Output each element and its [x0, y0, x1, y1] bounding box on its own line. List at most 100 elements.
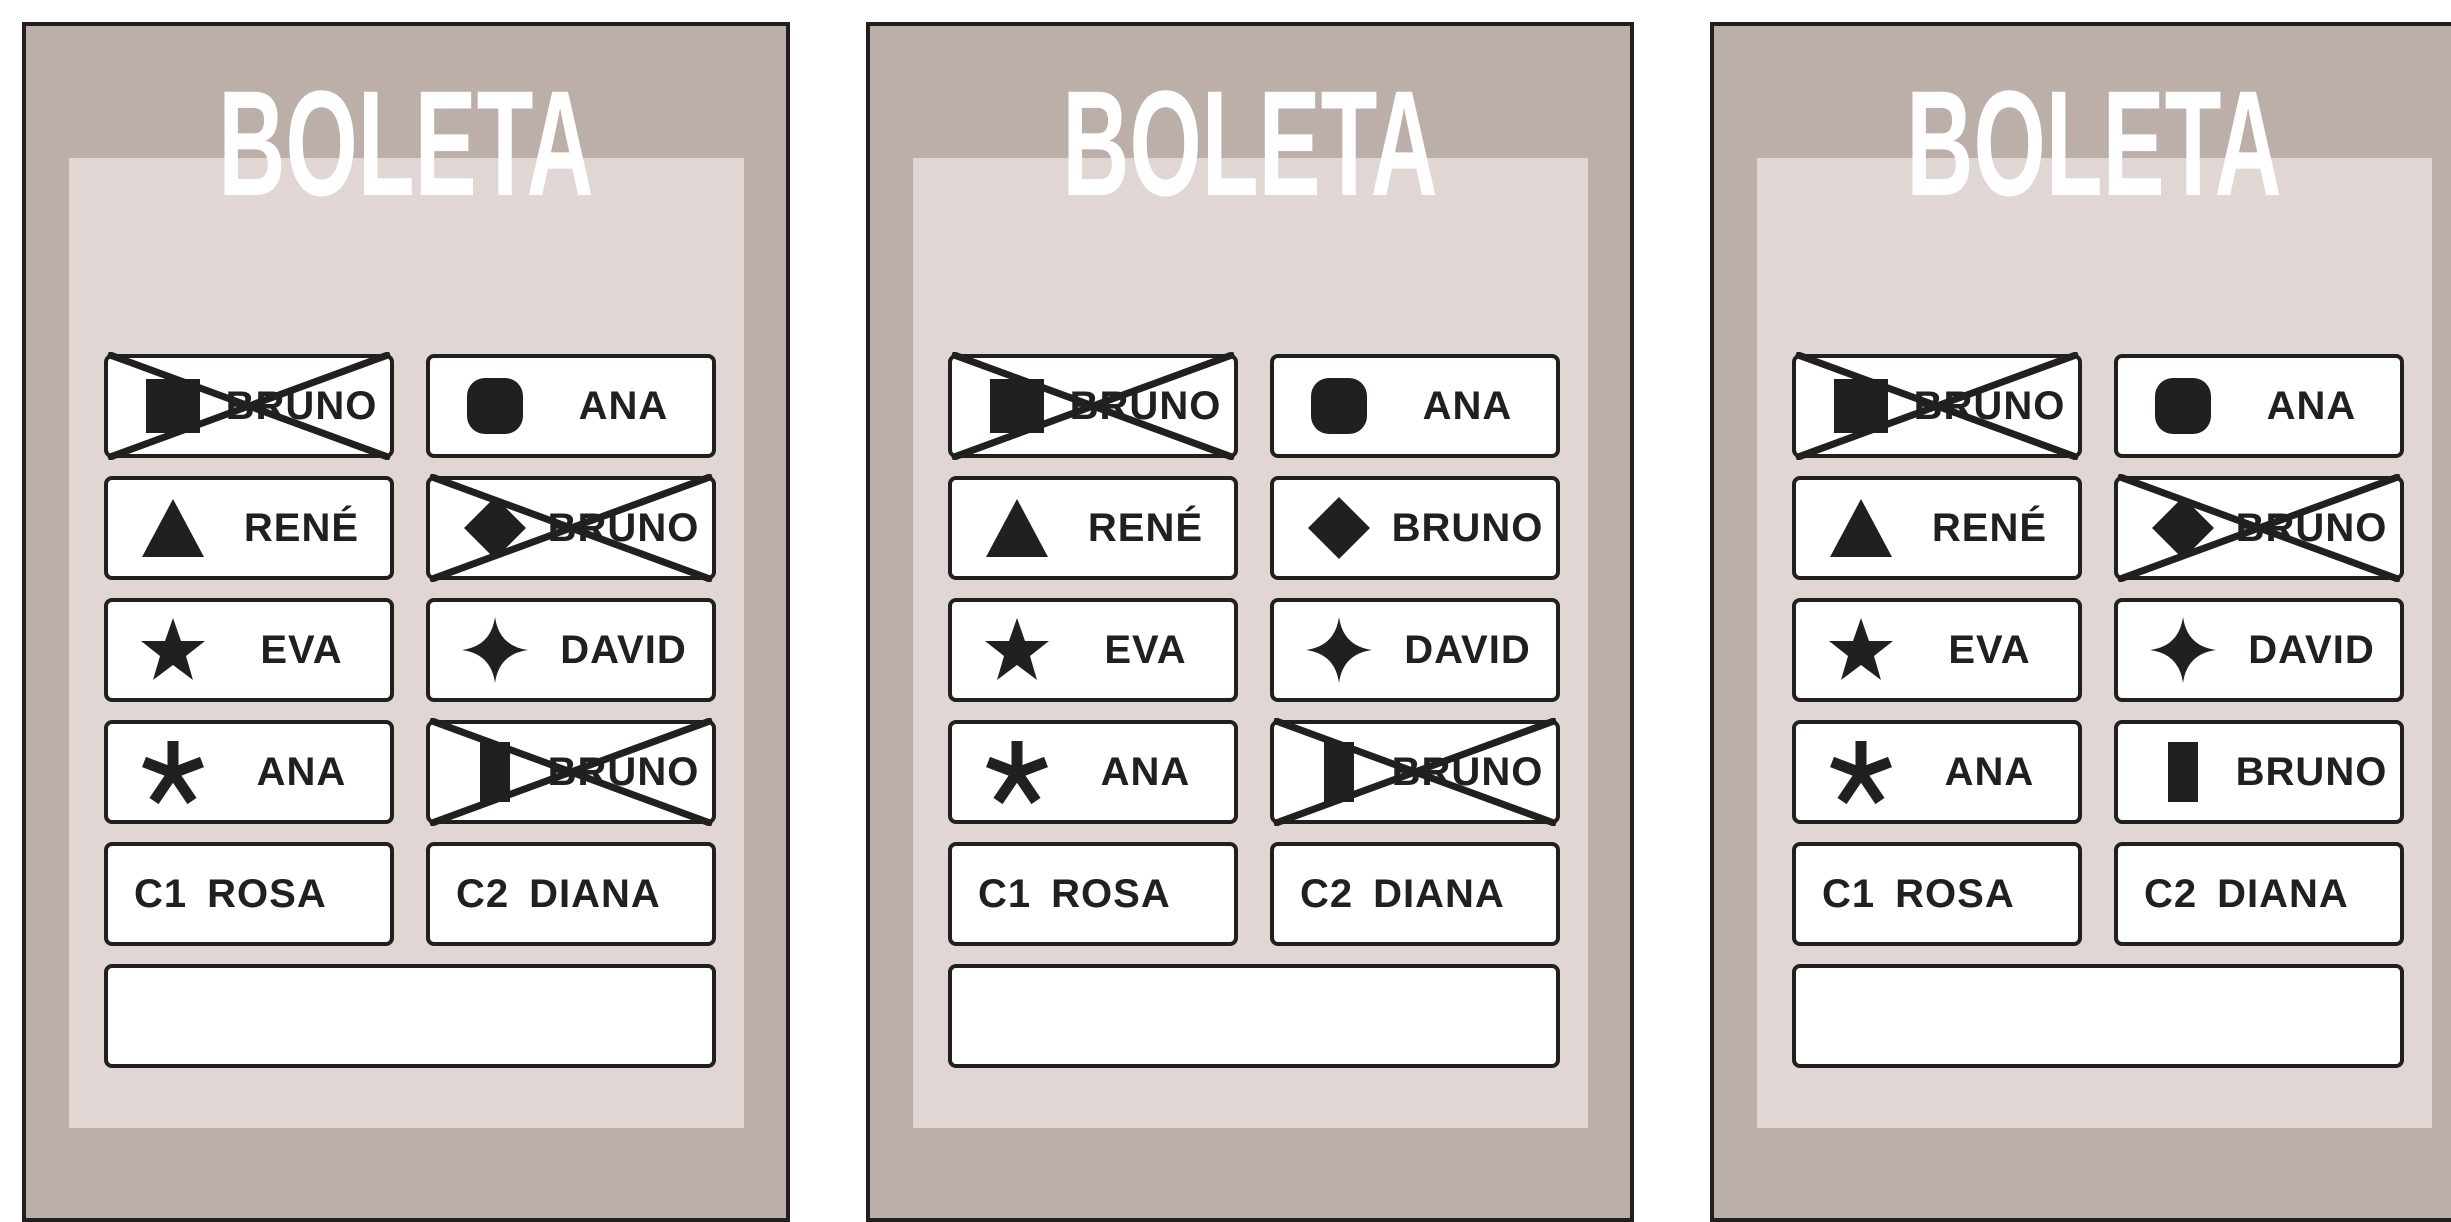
option-label: EVA — [260, 627, 343, 672]
option-label: BRUNO — [547, 505, 700, 550]
option-diamond-bruno[interactable]: BRUNO — [2114, 476, 2404, 580]
option-label: BRUNO — [1913, 383, 2066, 428]
option-label: ANA — [1944, 749, 2035, 794]
option-label: BRUNO — [1391, 749, 1544, 794]
triangle-icon — [1830, 499, 1892, 557]
option-bar-bruno[interactable]: BRUNO — [426, 720, 716, 824]
four-point-star-icon — [2150, 617, 2216, 683]
candidate-name: ROSA — [1895, 871, 2015, 916]
square-icon — [146, 379, 200, 433]
option-bar-bruno[interactable]: BRUNO — [2114, 720, 2404, 824]
option-four-point-star-david[interactable]: DAVID — [426, 598, 716, 702]
option-label: BRUNO — [547, 749, 700, 794]
candidate-code: C1 — [978, 871, 1032, 916]
star-icon — [141, 618, 205, 680]
option-label: BRUNO — [1069, 383, 1222, 428]
option-label: EVA — [1104, 627, 1187, 672]
bar-icon — [480, 742, 510, 802]
option-square-bruno[interactable]: BRUNO — [104, 354, 394, 458]
asterisk-icon — [142, 741, 204, 805]
option-asterisk-ana[interactable]: ANA — [104, 720, 394, 824]
blank-write-in-box[interactable] — [948, 964, 1560, 1068]
triangle-icon — [986, 499, 1048, 557]
ballot-title: BOLETA — [218, 59, 594, 227]
candidate-code: C1 — [134, 871, 188, 916]
bar-icon — [1324, 742, 1354, 802]
circle-icon — [2155, 378, 2211, 434]
option-star-eva[interactable]: EVA — [1792, 598, 2082, 702]
diamond-icon — [1308, 497, 1370, 559]
candidate-text: C1 ROSA — [1796, 846, 2078, 942]
candidate-c2-diana[interactable]: C2 DIANA — [2114, 842, 2404, 946]
option-bar-bruno[interactable]: BRUNO — [1270, 720, 1560, 824]
option-label: BRUNO — [2235, 505, 2388, 550]
four-point-star-icon — [1306, 617, 1372, 683]
candidate-name: DIANA — [529, 871, 661, 916]
candidate-code: C2 — [1300, 871, 1354, 916]
ballot-title: BOLETA — [1062, 59, 1438, 227]
option-label: RENÉ — [1087, 505, 1204, 550]
star-icon — [985, 618, 1049, 680]
option-label: DAVID — [1404, 627, 1531, 672]
candidate-text: C2 DIANA — [2118, 846, 2400, 942]
option-label: ANA — [578, 383, 669, 428]
option-triangle-rene[interactable]: RENÉ — [948, 476, 1238, 580]
option-triangle-rene[interactable]: RENÉ — [104, 476, 394, 580]
option-label: RENÉ — [243, 505, 360, 550]
option-asterisk-ana[interactable]: ANA — [948, 720, 1238, 824]
option-star-eva[interactable]: EVA — [948, 598, 1238, 702]
candidate-c1-rosa[interactable]: C1 ROSA — [1792, 842, 2082, 946]
four-point-star-icon — [462, 617, 528, 683]
option-circle-ana[interactable]: ANA — [2114, 354, 2404, 458]
asterisk-icon — [986, 741, 1048, 805]
candidate-text: C2 DIANA — [430, 846, 712, 942]
candidate-code: C2 — [456, 871, 510, 916]
option-label: EVA — [1948, 627, 2031, 672]
candidate-c1-rosa[interactable]: C1 ROSA — [948, 842, 1238, 946]
star-icon — [1829, 618, 1893, 680]
option-label: BRUNO — [225, 383, 378, 428]
option-star-eva[interactable]: EVA — [104, 598, 394, 702]
option-diamond-bruno[interactable]: BRUNO — [426, 476, 716, 580]
option-label: RENÉ — [1931, 505, 2048, 550]
option-square-bruno[interactable]: BRUNO — [1792, 354, 2082, 458]
blank-write-in-box[interactable] — [104, 964, 716, 1068]
candidate-name: ROSA — [1051, 871, 1171, 916]
option-diamond-bruno[interactable]: BRUNO — [1270, 476, 1560, 580]
candidate-code: C1 — [1822, 871, 1876, 916]
option-label: BRUNO — [1391, 505, 1544, 550]
ballot-title: BOLETA — [1906, 59, 2282, 227]
diamond-icon — [2152, 497, 2214, 559]
ballot-3: BOLETA BRUNO ANA RENÉ BRUNO EVA DAVID AN… — [1710, 22, 2451, 1222]
blank-write-in-box[interactable] — [1792, 964, 2404, 1068]
candidate-name: DIANA — [2217, 871, 2349, 916]
square-icon — [1834, 379, 1888, 433]
candidate-text: C2 DIANA — [1274, 846, 1556, 942]
candidate-c2-diana[interactable]: C2 DIANA — [1270, 842, 1560, 946]
candidate-name: DIANA — [1373, 871, 1505, 916]
circle-icon — [467, 378, 523, 434]
square-icon — [990, 379, 1044, 433]
candidate-text: C1 ROSA — [952, 846, 1234, 942]
option-label: BRUNO — [2235, 749, 2388, 794]
option-four-point-star-david[interactable]: DAVID — [2114, 598, 2404, 702]
option-label: DAVID — [560, 627, 687, 672]
triangle-icon — [142, 499, 204, 557]
option-circle-ana[interactable]: ANA — [1270, 354, 1560, 458]
option-asterisk-ana[interactable]: ANA — [1792, 720, 2082, 824]
option-triangle-rene[interactable]: RENÉ — [1792, 476, 2082, 580]
option-label: ANA — [1422, 383, 1513, 428]
option-label: ANA — [256, 749, 347, 794]
option-four-point-star-david[interactable]: DAVID — [1270, 598, 1560, 702]
diamond-icon — [464, 497, 526, 559]
option-label: DAVID — [2248, 627, 2375, 672]
asterisk-icon — [1830, 741, 1892, 805]
ballot-1: BOLETA BRUNO ANA RENÉ BRUNO EVA DAVID AN… — [22, 22, 790, 1222]
candidate-code: C2 — [2144, 871, 2198, 916]
option-circle-ana[interactable]: ANA — [426, 354, 716, 458]
option-square-bruno[interactable]: BRUNO — [948, 354, 1238, 458]
candidate-c2-diana[interactable]: C2 DIANA — [426, 842, 716, 946]
ballot-2: BOLETA BRUNO ANA RENÉ BRUNO EVA DAVID AN… — [866, 22, 1634, 1222]
